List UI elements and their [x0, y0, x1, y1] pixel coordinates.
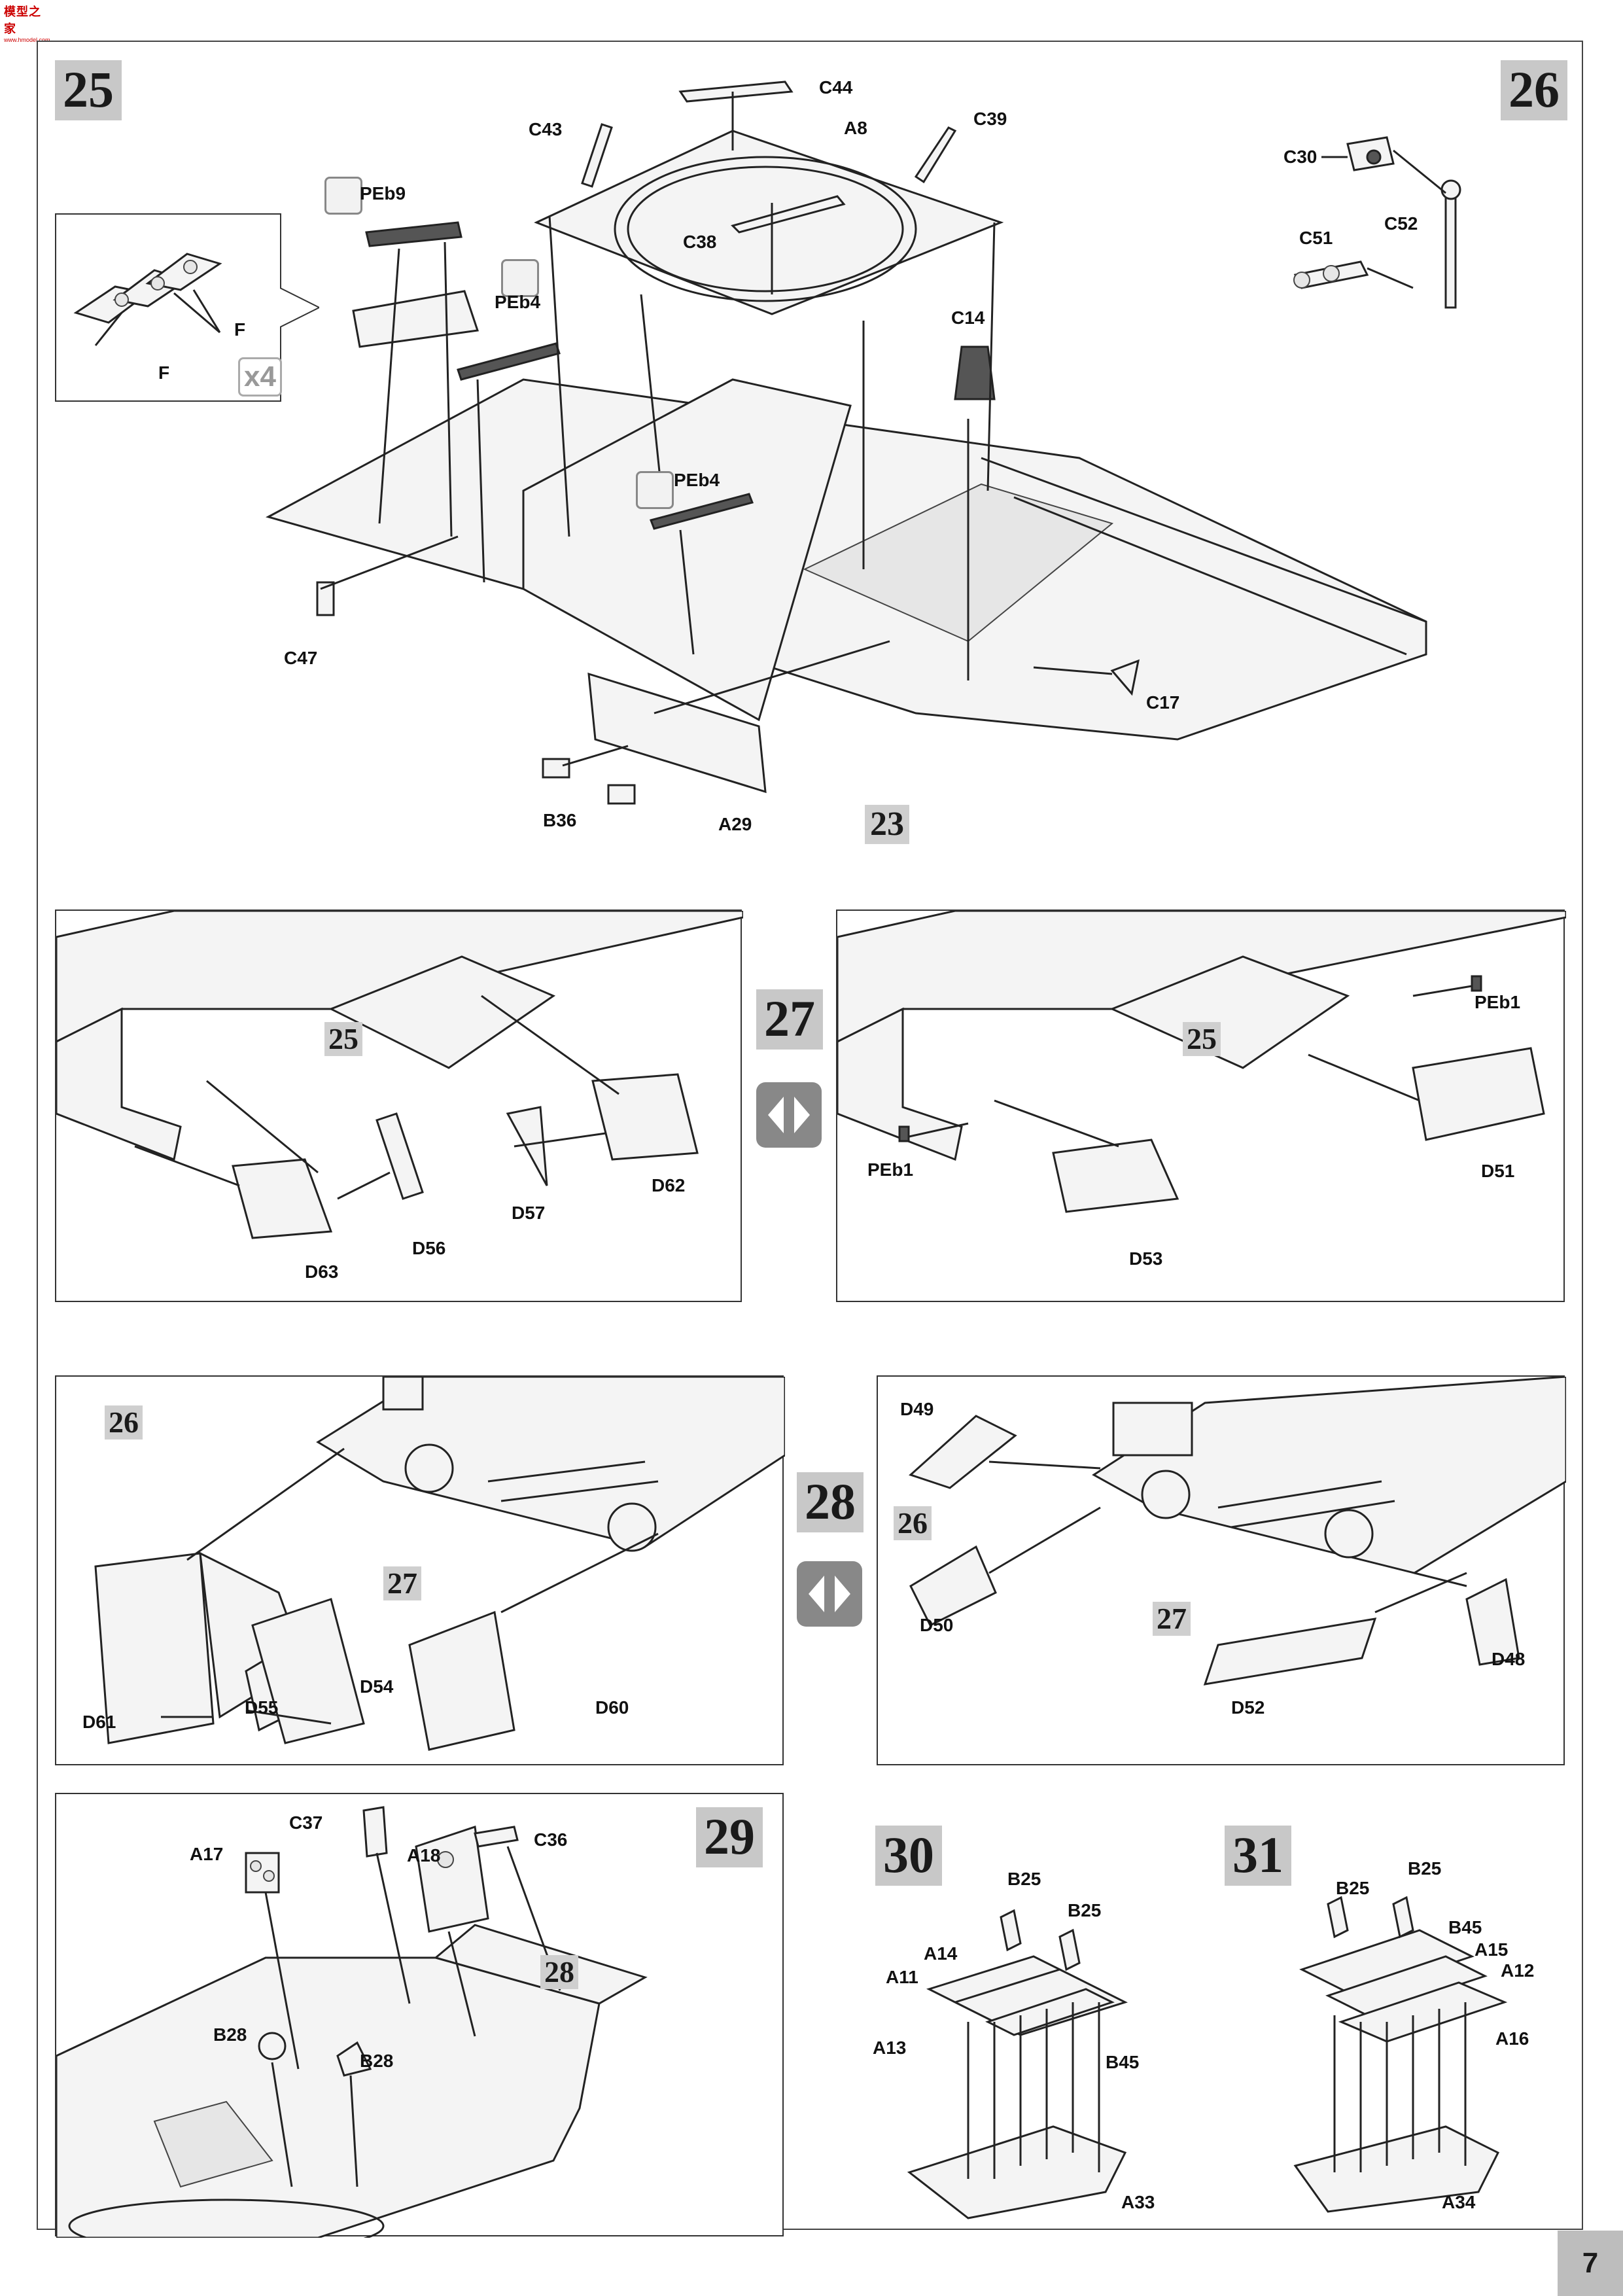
ref-step-23: 23 — [865, 805, 909, 844]
page-frame — [37, 41, 1583, 2230]
part-label-peb9: PEb9 — [360, 183, 406, 203]
step-number-29: 29 — [696, 1807, 763, 1867]
part-label-a17: A17 — [190, 1844, 224, 1864]
part-label-b25: B25 — [1408, 1858, 1442, 1879]
photo-etch-icon — [501, 259, 539, 297]
step-number-28: 28 — [797, 1472, 864, 1532]
part-label-a14: A14 — [924, 1943, 958, 1964]
part-label-d63: D63 — [305, 1262, 339, 1282]
step27-panel-right: 25 PEb1 PEb1 D51 D53 — [836, 910, 1566, 1302]
part-label-a33: A33 — [1121, 2192, 1155, 2212]
part-label-b28: B28 — [213, 2024, 247, 2045]
step31-drawing — [1293, 1896, 1508, 2213]
part-label-a18: A18 — [407, 1845, 441, 1865]
part-label-d60: D60 — [595, 1697, 629, 1718]
step28-panel-left: 26 27 D61 D55 D54 D60 — [55, 1375, 785, 1765]
part-label-c44: C44 — [819, 77, 853, 97]
part-label-b45: B45 — [1106, 2052, 1140, 2072]
part-label-b45: B45 — [1448, 1917, 1482, 1937]
part-label-d53: D53 — [1129, 1248, 1163, 1269]
part-label-a34: A34 — [1442, 2192, 1476, 2212]
step25-hull-drawing — [266, 80, 1427, 805]
step29-panel: 29 C37 C36 A17 A18 28 B28 B28 — [55, 1793, 784, 2238]
inset-drawing — [73, 253, 222, 346]
part-label-d54: D54 — [360, 1676, 394, 1697]
inset-pointer — [280, 288, 319, 327]
part-label-d51: D51 — [1481, 1161, 1515, 1181]
part-label-peb4: PEb4 — [495, 292, 541, 312]
ref-step-27: 27 — [1153, 1602, 1191, 1636]
step28-right-drawing — [909, 1377, 1566, 1686]
part-label-a8: A8 — [844, 118, 867, 138]
part-label-d62: D62 — [652, 1175, 686, 1195]
photo-etch-icon — [636, 471, 674, 509]
part-label-c30: C30 — [1283, 147, 1318, 167]
part-label-c51: C51 — [1299, 228, 1333, 248]
part-label-a12: A12 — [1501, 1960, 1535, 1981]
ref-step-26: 26 — [894, 1506, 932, 1540]
ref-step-27: 27 — [383, 1566, 421, 1600]
step-number-25: 25 — [55, 60, 122, 120]
part-label-peb4: PEb4 — [674, 470, 720, 490]
part-label-d52: D52 — [1231, 1697, 1265, 1718]
part-label-c36: C36 — [534, 1829, 568, 1850]
part-label-d57: D57 — [512, 1203, 546, 1223]
ref-step-25: 25 — [324, 1022, 362, 1056]
step30-drawing — [907, 1909, 1128, 2219]
part-label-c38: C38 — [683, 232, 717, 252]
part-label-a29: A29 — [718, 814, 752, 834]
logo-text: 模型之家 — [4, 5, 41, 35]
site-logo: 模型之家 www.hmodel.com — [4, 3, 50, 43]
part-label-c43: C43 — [529, 119, 563, 139]
quantity-badge: x4 — [238, 357, 282, 397]
step26-drawing — [1293, 136, 1461, 309]
ref-step-28: 28 — [540, 1955, 578, 1989]
part-label-a13: A13 — [873, 2038, 907, 2058]
flip-view-icon — [756, 1082, 822, 1148]
photo-etch-icon — [324, 177, 362, 215]
step-number-27: 27 — [756, 989, 823, 1050]
part-label-a11: A11 — [886, 1967, 918, 1987]
part-label-b25: B25 — [1068, 1900, 1102, 1920]
part-label-c52: C52 — [1384, 213, 1418, 234]
part-label-a15: A15 — [1475, 1939, 1509, 1960]
step28-panel-right: D49 26 D50 27 D52 D48 — [877, 1375, 1566, 1765]
step25-inset: F F x4 — [55, 213, 282, 402]
flip-view-icon — [797, 1561, 862, 1627]
part-label-d56: D56 — [412, 1238, 446, 1258]
step27-left-drawing — [56, 911, 743, 1239]
part-label-d55: D55 — [245, 1697, 279, 1718]
step-number-26: 26 — [1501, 60, 1567, 120]
part-label-peb1: PEb1 — [1475, 992, 1521, 1012]
part-label-peb1: PEb1 — [867, 1159, 914, 1180]
step29-drawing — [56, 1806, 648, 2238]
step27-right-drawing — [837, 911, 1566, 1213]
part-label-c37: C37 — [289, 1812, 323, 1833]
part-label-b25: B25 — [1336, 1878, 1370, 1898]
flip-arrows — [768, 1097, 810, 1133]
label-f: F — [158, 362, 170, 383]
ref-step-26: 26 — [105, 1405, 143, 1439]
part-label-c47: C47 — [284, 648, 318, 668]
part-label-d48: D48 — [1492, 1649, 1526, 1669]
step-number-31: 31 — [1225, 1826, 1291, 1886]
step27-panel-left: 25 D62 D57 D56 D63 — [55, 910, 743, 1302]
step-number-30: 30 — [875, 1826, 942, 1886]
flip-arrows — [809, 1576, 850, 1612]
ref-step-25: 25 — [1183, 1022, 1221, 1056]
page-number: 7 — [1558, 2231, 1623, 2296]
part-label-c14: C14 — [951, 308, 985, 328]
part-label-d49: D49 — [900, 1399, 934, 1419]
part-label-a16: A16 — [1495, 2028, 1529, 2049]
part-label-d61: D61 — [82, 1712, 116, 1732]
part-label-c17: C17 — [1146, 692, 1180, 713]
step28-left-drawing — [94, 1377, 785, 1751]
part-label-d50: D50 — [920, 1615, 954, 1635]
part-label-b36: B36 — [543, 810, 577, 830]
part-label-c39: C39 — [973, 109, 1007, 129]
part-label-b25: B25 — [1007, 1869, 1041, 1889]
logo-url: www.hmodel.com — [4, 37, 50, 43]
label-f: F — [234, 319, 246, 340]
part-label-b28: B28 — [360, 2051, 394, 2071]
